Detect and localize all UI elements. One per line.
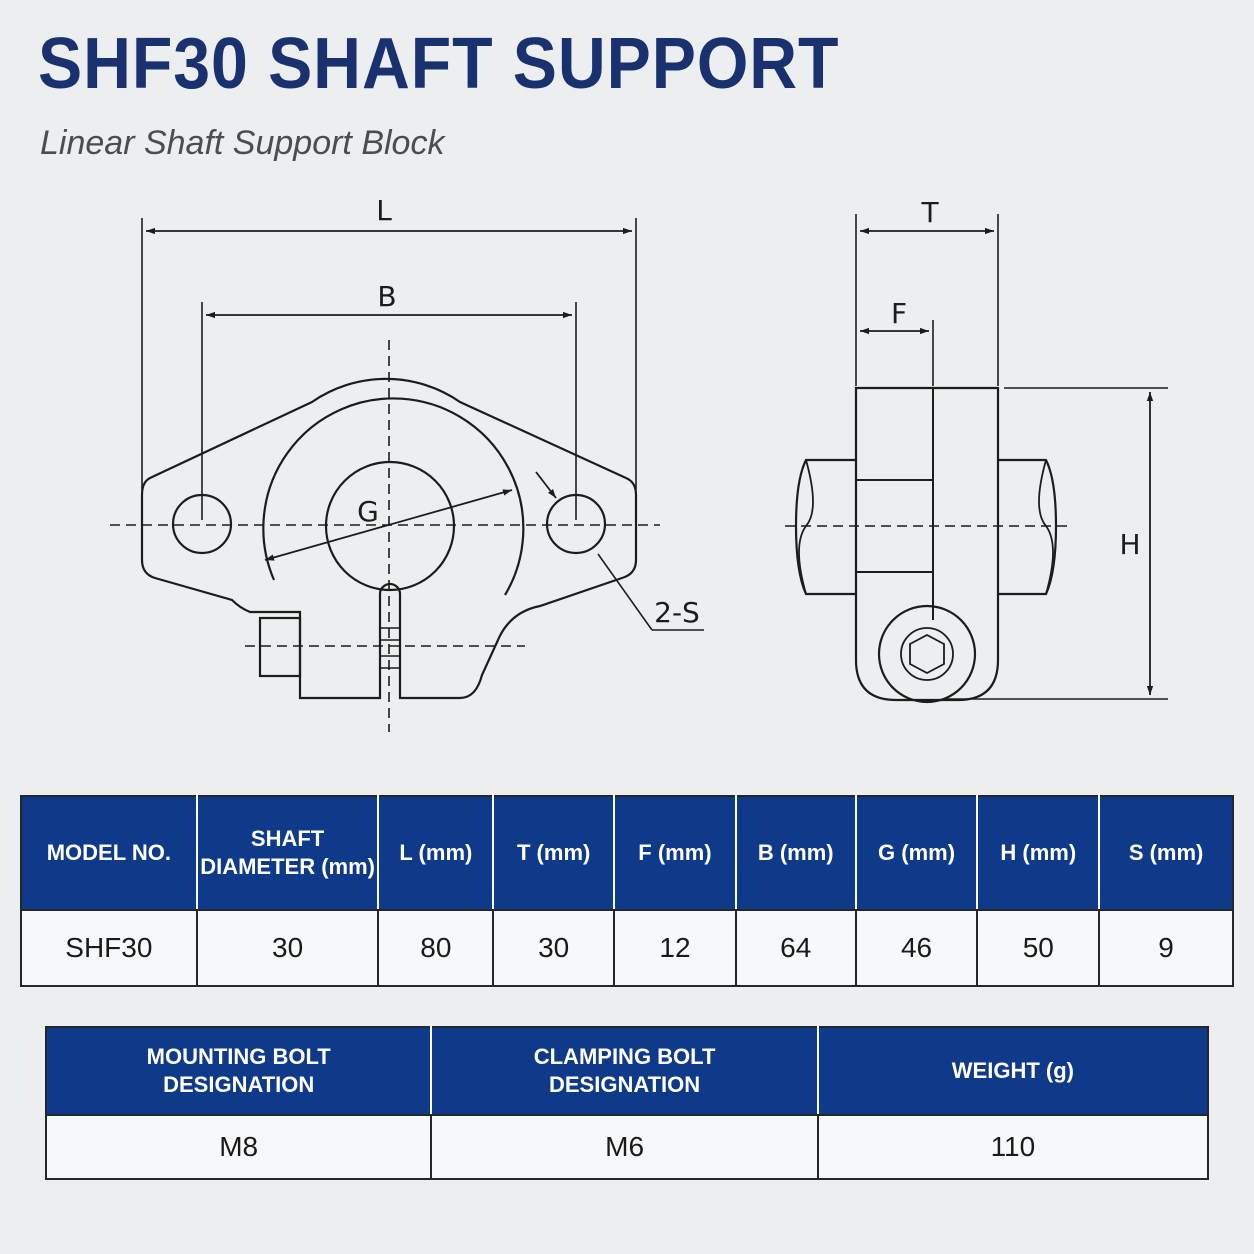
side-view bbox=[785, 214, 1168, 704]
technical-drawing: L B G 2-S T F H bbox=[110, 194, 1168, 732]
header-weight: WEIGHT (g) bbox=[816, 1026, 1210, 1116]
support-body-outline bbox=[140, 377, 638, 700]
front-view bbox=[110, 218, 704, 732]
label-t: T bbox=[920, 196, 939, 229]
header-b: B (mm) bbox=[734, 795, 857, 911]
shaft-bore bbox=[324, 460, 456, 592]
cell-g: 46 bbox=[854, 909, 979, 987]
header-h: H (mm) bbox=[976, 795, 1101, 911]
cell-l: 80 bbox=[377, 909, 495, 987]
mounting-hole-left bbox=[171, 493, 233, 555]
label-b: B bbox=[377, 280, 396, 313]
cell-shaft-diameter: 30 bbox=[195, 909, 380, 987]
header-s: S (mm) bbox=[1098, 795, 1234, 911]
table-row: SHF30 30 80 30 12 64 46 50 9 bbox=[20, 909, 1234, 987]
cell-f: 12 bbox=[613, 909, 737, 987]
cell-t: 30 bbox=[492, 909, 616, 987]
cell-b: 64 bbox=[734, 909, 857, 987]
clamp-bolt-head bbox=[877, 604, 977, 704]
label-h: H bbox=[1119, 528, 1140, 561]
header-f: F (mm) bbox=[613, 795, 737, 911]
header-t: T (mm) bbox=[492, 795, 616, 911]
cell-s: 9 bbox=[1098, 909, 1234, 987]
label-2s: 2-S bbox=[654, 596, 700, 629]
side-body-outline bbox=[854, 386, 1000, 702]
clamp-screw-head bbox=[258, 616, 302, 678]
header-model-no: MODEL NO. bbox=[20, 795, 198, 911]
label-f: F bbox=[891, 297, 907, 330]
shaft-left bbox=[794, 458, 856, 596]
cell-clamping-bolt: M6 bbox=[430, 1114, 819, 1180]
page-title: SHF30 SHAFT SUPPORT bbox=[38, 24, 840, 104]
hex-socket bbox=[909, 633, 945, 675]
cell-mounting-bolt: M8 bbox=[44, 1114, 433, 1180]
dimension-line-g bbox=[264, 489, 513, 561]
mounting-hole-right bbox=[545, 493, 607, 555]
cell-model-no: SHF30 bbox=[20, 909, 198, 987]
cell-h: 50 bbox=[976, 909, 1101, 987]
header-l: L (mm) bbox=[377, 795, 495, 911]
label-l: L bbox=[376, 194, 392, 227]
label-g: G bbox=[357, 495, 379, 528]
shaft-right bbox=[998, 458, 1058, 596]
header-g: G (mm) bbox=[854, 795, 979, 911]
cell-weight: 110 bbox=[816, 1114, 1210, 1180]
page-subtitle: Linear Shaft Support Block bbox=[40, 124, 445, 162]
table-row: M8 M6 110 bbox=[44, 1114, 1210, 1180]
